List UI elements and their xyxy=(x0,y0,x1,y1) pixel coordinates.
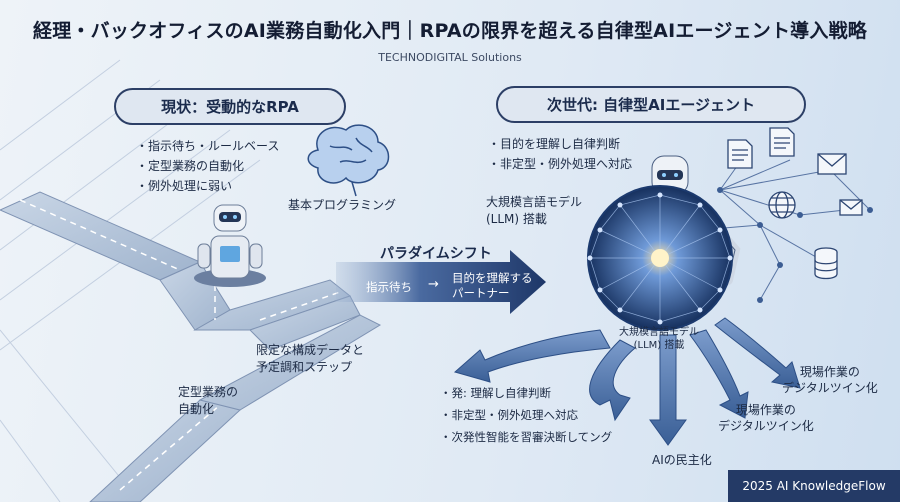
network-nodes xyxy=(717,187,873,303)
structured-data-label: 限定な構成データと 予定調和ステップ xyxy=(256,343,365,374)
page-subtitle: TECHNODIGITAL Solutions xyxy=(378,51,522,64)
database-icon xyxy=(814,247,838,280)
core-llm-label: 大規模言語モデル (LLM) 搭載 xyxy=(619,327,699,351)
bullet-item: 例外処理に弱い xyxy=(136,176,279,196)
paradigm-arrow-symbol: → xyxy=(428,277,439,292)
ai-democratization-label: AIの民主化 xyxy=(652,453,712,467)
bullet-item: 次発性智能を習審決断してング xyxy=(440,426,613,448)
digital-twin-label-secondary: 現場作業の デジタルツイン化 xyxy=(718,403,814,433)
email-icon xyxy=(817,153,863,216)
page-title: 経理・バックオフィスのAI業務自動化入門｜RPAの限界を超える自律型AIエージェ… xyxy=(33,20,867,42)
current-state-heading: 現状：受動的なRPA xyxy=(114,88,346,125)
document-icon xyxy=(727,127,795,169)
globe-icon xyxy=(768,191,796,219)
bullet-item: 非定型・例外処理へ対応 xyxy=(440,404,612,426)
llm-label: 大規模言語モデル (LLM) 搭載 xyxy=(486,195,583,226)
paradigm-shift-title: パラダイムシフト xyxy=(380,246,492,262)
digital-twin-label: 現場作業の デジタルツイン化 xyxy=(782,365,878,395)
current-state-bullets: 指示待ち・ルールベース 定型業務の自動化 例外処理に弱い xyxy=(136,136,279,196)
bullet-item: 発: 理解し自律判断 xyxy=(440,382,612,404)
capability-bullets: 発: 理解し自律判断 非定型・例外処理へ対応 次発性智能を習審決断してング xyxy=(440,382,613,448)
paradigm-arrow xyxy=(336,250,546,314)
bullet-item: 目的を理解し自律判断 xyxy=(488,134,632,154)
next-gen-bullets: 目的を理解し自律判断 非定型・例外処理へ対応 xyxy=(488,134,632,174)
bullet-item: 指示待ち・ルールベース xyxy=(136,136,279,156)
rpa-robot-icon xyxy=(194,204,266,287)
next-gen-heading: 次世代: 自律型AIエージェント xyxy=(496,86,806,123)
brain-icon xyxy=(307,124,390,197)
paradigm-to: 目的を理解する パートナー xyxy=(452,271,533,300)
bullet-item: 非定型・例外処理へ対応 xyxy=(488,154,632,174)
brain-label: 基本プログラミング xyxy=(288,198,397,212)
routine-automation-label: 定型業務の 自動化 xyxy=(178,385,239,416)
footer-badge: 2025 AI KnowledgeFlow xyxy=(728,470,900,502)
bullet-item: 定型業務の自動化 xyxy=(136,156,279,176)
paradigm-from: 指示待ち xyxy=(366,280,412,294)
neural-sphere-icon xyxy=(587,185,733,331)
output-streams xyxy=(453,317,801,446)
